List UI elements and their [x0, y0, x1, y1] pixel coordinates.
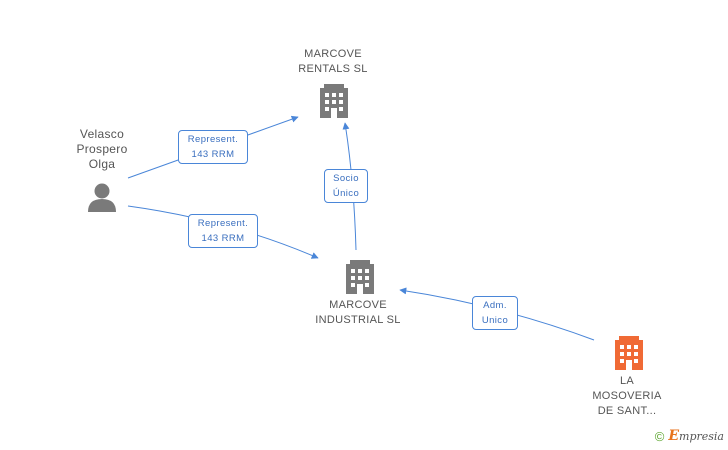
building-icon[interactable]	[320, 84, 348, 118]
edge-label-adm-unico[interactable]: Adm. Unico	[472, 296, 518, 330]
building-icon[interactable]	[346, 260, 374, 294]
node-label-marcove-industrial[interactable]: MARCOVE INDUSTRIAL SL	[303, 298, 413, 328]
copyright-icon: ©	[654, 428, 665, 444]
node-name-line: Velasco	[79, 127, 125, 141]
edge-label-line: Represent.	[187, 134, 239, 145]
person-icon[interactable]	[88, 183, 116, 213]
brand-logo[interactable]: Empresia	[668, 428, 724, 444]
edge-label-line: Único	[332, 188, 360, 199]
brand-initial: E	[668, 428, 680, 444]
node-name-line: LA	[619, 375, 635, 387]
brand-footer: © Empresia	[655, 428, 724, 444]
node-name-line: Prospero	[76, 142, 128, 156]
node-name-line: RENTALS SL	[298, 63, 368, 75]
edge-label-line: 143 RRM	[201, 233, 245, 244]
node-name-line: MARCOVE	[304, 48, 362, 60]
edge-label-represent-rentals[interactable]: Represent. 143 RRM	[178, 130, 248, 164]
edge-label-represent-industrial[interactable]: Represent. 143 RRM	[188, 214, 258, 248]
node-name-line: DE SANT...	[597, 405, 657, 417]
edge-label-line: Represent.	[197, 218, 249, 229]
edge-label-line: Adm.	[483, 300, 507, 311]
building-icon[interactable]	[615, 336, 643, 370]
brand-name: mpresia	[679, 430, 724, 443]
node-name-line: Olga	[88, 157, 116, 171]
node-label-marcove-rentals[interactable]: MARCOVE RENTALS SL	[283, 47, 383, 77]
node-name-line: MOSOVERIA	[592, 390, 662, 402]
edge-label-line: Socio	[333, 173, 359, 184]
edge-label-line: 143 RRM	[191, 149, 235, 160]
edge-label-line: Unico	[481, 315, 509, 326]
node-label-velasco[interactable]: Velasco Prospero Olga	[52, 127, 152, 172]
node-name-line: MARCOVE	[329, 299, 387, 311]
node-label-la-mosoveria[interactable]: LA MOSOVERIA DE SANT...	[577, 374, 677, 419]
edge-label-socio-unico[interactable]: Socio Único	[324, 169, 368, 203]
node-name-line: INDUSTRIAL SL	[315, 314, 401, 326]
